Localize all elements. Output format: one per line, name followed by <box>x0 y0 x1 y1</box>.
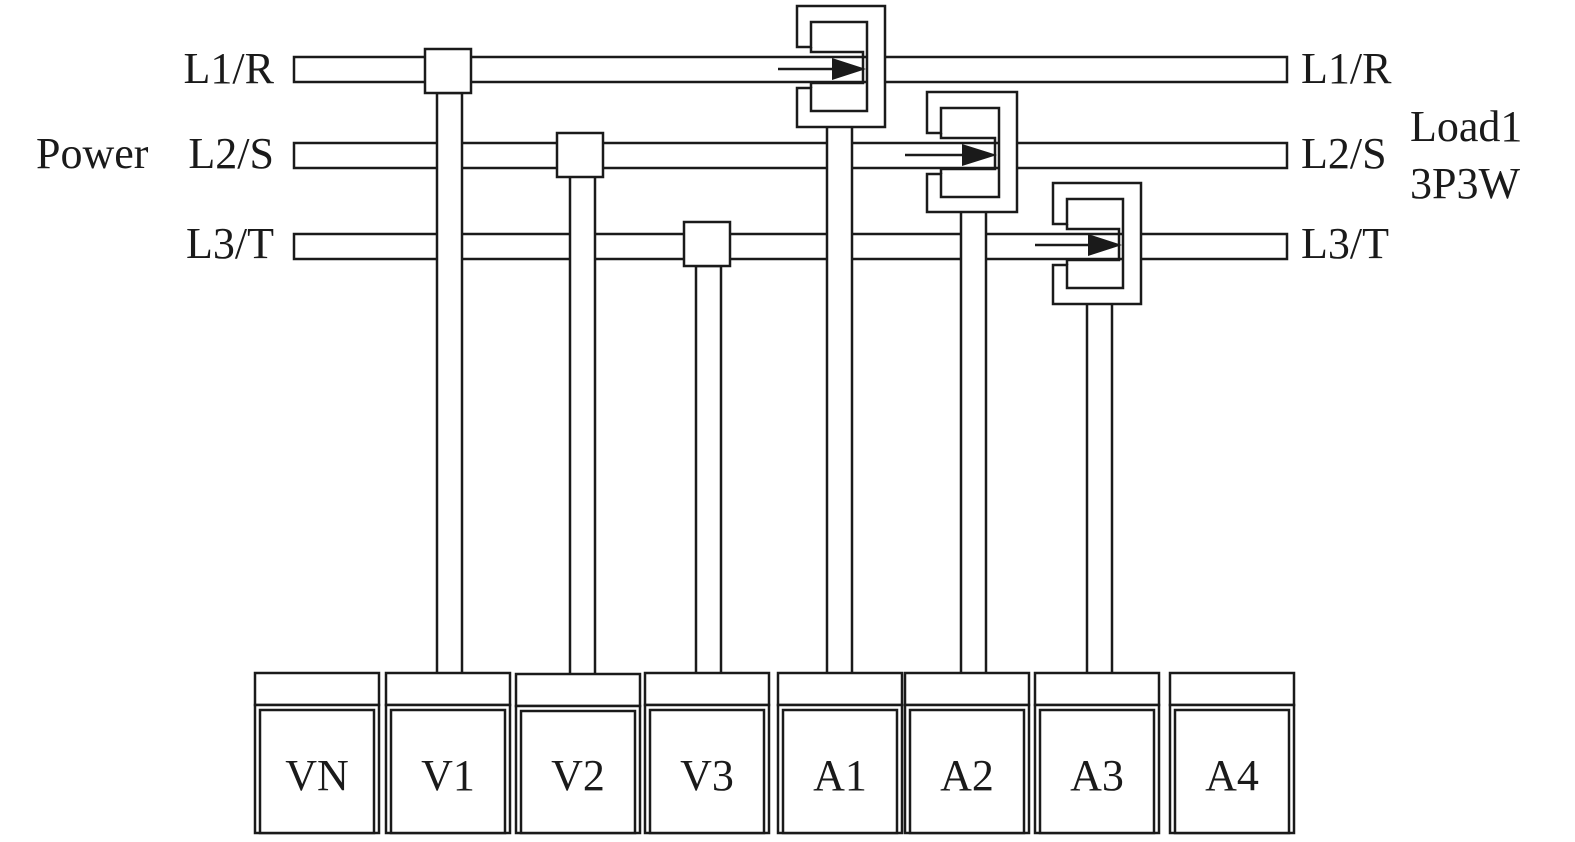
lead-a3 <box>1085 301 1114 681</box>
voltage-tap-v2 <box>555 131 605 179</box>
line-l1-left-label: L1/R <box>184 44 275 93</box>
terminal-v1: V1 <box>384 671 512 835</box>
line-l3-left-label: L3/T <box>186 219 274 268</box>
line-l3-right-label: L3/T <box>1301 219 1389 268</box>
terminal-label: A2 <box>940 751 994 800</box>
labels: L1/R L2/S L3/T Power L1/R L2/S L3/T Load… <box>36 44 1522 268</box>
terminal-label: V2 <box>551 751 605 800</box>
terminal-vn: VN <box>253 671 381 835</box>
terminal-label: A1 <box>813 751 867 800</box>
power-label: Power <box>36 129 149 178</box>
terminal-label: VN <box>285 751 349 800</box>
line-l1-right-label: L1/R <box>1301 44 1392 93</box>
terminal-a3: A3 <box>1033 671 1161 835</box>
terminal-label: A3 <box>1070 751 1124 800</box>
lead-v3 <box>694 264 723 681</box>
current-clamp-a3 <box>1035 181 1143 306</box>
lead-a2 <box>959 209 988 681</box>
terminal-v3: V3 <box>643 671 771 835</box>
voltage-taps <box>423 47 732 268</box>
terminal-block: VN V1 V2 V3 A1 <box>253 671 1296 835</box>
arrow-head-icon <box>832 58 866 80</box>
load-type-label: 3P3W <box>1410 159 1520 208</box>
terminal-a1: A1 <box>776 671 904 835</box>
line-l2-left-label: L2/S <box>188 129 274 178</box>
lead-v2 <box>568 174 597 681</box>
terminal-v2: V2 <box>514 672 642 835</box>
arrow-head-icon <box>962 144 997 166</box>
terminal-a2: A2 <box>903 671 1031 835</box>
lead-a1 <box>825 124 854 681</box>
current-clamps <box>778 4 1143 306</box>
load-label: Load1 <box>1410 102 1522 151</box>
lead-v1 <box>435 91 464 681</box>
voltage-tap-v3 <box>682 220 732 268</box>
terminal-label: V3 <box>680 751 734 800</box>
current-clamp-a2 <box>905 90 1019 214</box>
arrow-head-icon <box>1088 234 1122 256</box>
line-l2-right-label: L2/S <box>1301 129 1387 178</box>
terminal-label: A4 <box>1205 751 1259 800</box>
current-clamp-a1 <box>778 4 887 129</box>
terminal-a4: A4 <box>1168 671 1296 835</box>
voltage-tap-v1 <box>423 47 473 95</box>
terminal-label: V1 <box>421 751 475 800</box>
